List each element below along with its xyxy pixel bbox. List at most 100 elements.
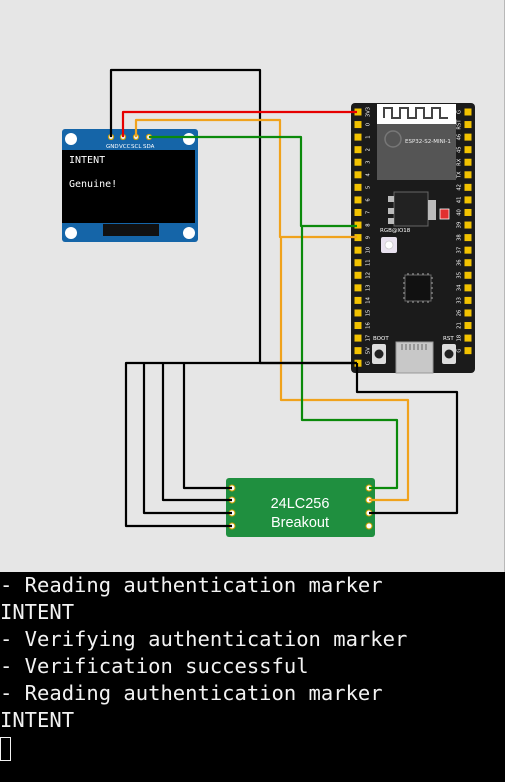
esp32-pin[interactable] — [354, 271, 362, 279]
wire-sda-oled[interactable] — [149, 135, 357, 228]
esp32-pin[interactable] — [464, 171, 472, 179]
terminal-line: - Reading authentication marker — [0, 573, 383, 597]
esp32-pin[interactable] — [354, 234, 362, 242]
esp32-pin[interactable] — [464, 234, 472, 242]
usb-chip-pins — [403, 273, 433, 303]
regulator-pin — [388, 218, 394, 224]
esp32-pin[interactable] — [354, 133, 362, 141]
esp32-pin-label: 45 — [457, 146, 463, 153]
esp32-pin[interactable] — [464, 296, 472, 304]
esp32-pin[interactable] — [464, 259, 472, 267]
esp32-pin[interactable] — [354, 108, 362, 116]
esp32-pin[interactable] — [354, 347, 362, 355]
esp32-pin[interactable] — [464, 133, 472, 141]
esp32-pin[interactable] — [354, 309, 362, 317]
voltage-regulator — [393, 191, 429, 227]
esp32-pin-label: 16 — [366, 322, 372, 329]
oled-mount-hole — [183, 133, 195, 145]
terminal-input-line[interactable] — [0, 734, 505, 761]
esp32-pin[interactable] — [354, 158, 362, 166]
serial-terminal[interactable]: - Reading authentication marker INTENT -… — [0, 572, 505, 782]
esp32-pin[interactable] — [354, 196, 362, 204]
esp32-pin[interactable] — [464, 271, 472, 279]
esp32-pin-label: 46 — [457, 134, 463, 141]
esp32-pin[interactable] — [354, 208, 362, 216]
reset-button-cap — [444, 349, 454, 359]
boot-button-cap — [374, 349, 384, 359]
eeprom-breakout[interactable]: 24LC256 Breakout — [226, 478, 375, 537]
rgb-led-label: RGB@IO18 — [380, 228, 411, 234]
esp32-pin-label: G — [366, 361, 372, 365]
esp32-pin-label: G — [457, 349, 463, 353]
esp32-pin-label: 15 — [366, 310, 372, 317]
esp32-pin[interactable] — [354, 183, 362, 191]
wire-scl-eeprom[interactable] — [279, 237, 410, 502]
esp32-s2-board[interactable]: ESP32-S2-MINI-1 RGB@IO18 BOOT RST — [351, 103, 475, 374]
oled-screen — [62, 150, 195, 223]
esp32-pin-label: 18 — [457, 335, 463, 342]
esp32-pin[interactable] — [464, 121, 472, 129]
boot-button-label: BOOT — [373, 336, 389, 342]
esp32-pin[interactable] — [464, 146, 472, 154]
oled-pin-label: SDA — [143, 144, 155, 150]
esp32-pin[interactable] — [354, 284, 362, 292]
esp32-pin-label: 34 — [457, 284, 463, 291]
esp32-pin[interactable] — [354, 334, 362, 342]
module-logo — [384, 130, 402, 148]
esp32-pin[interactable] — [354, 246, 362, 254]
wire-scl-oled[interactable] — [134, 118, 357, 239]
esp32-pin[interactable] — [464, 284, 472, 292]
wire-gnd-eeprom-c[interactable] — [161, 363, 232, 502]
esp32-pin-label: 3 — [366, 161, 372, 164]
oled-mount-hole — [65, 133, 77, 145]
esp32-pin[interactable] — [464, 334, 472, 342]
eeprom-pin-right[interactable] — [365, 522, 373, 530]
esp32-pin-label: TX — [457, 171, 463, 179]
esp32-pin[interactable] — [354, 259, 362, 267]
wire-sda-eeprom[interactable] — [300, 226, 399, 490]
wire-gnd-eeprom-a[interactable] — [124, 361, 357, 528]
wire-gnd-eeprom-b[interactable] — [142, 363, 232, 515]
esp32-pin-label: 2 — [366, 148, 372, 151]
oled-display[interactable]: GND VCC SCL SDA INTENT Genuine! — [62, 129, 198, 242]
esp32-pin-label: 3V3 — [366, 107, 372, 117]
esp32-pin[interactable] — [354, 146, 362, 154]
esp32-pin[interactable] — [464, 309, 472, 317]
esp32-pin[interactable] — [354, 121, 362, 129]
esp32-pin[interactable] — [464, 322, 472, 330]
usb-chip — [404, 274, 432, 302]
oled-screen-line: INTENT — [69, 155, 105, 166]
esp32-pin[interactable] — [464, 208, 472, 216]
wire-gnd-eeprom-d[interactable] — [182, 363, 232, 490]
terminal-line: - Verification successful — [0, 654, 309, 678]
esp32-pin[interactable] — [354, 221, 362, 229]
regulator-tab — [428, 200, 436, 220]
eeprom-label: Breakout — [271, 515, 329, 531]
esp32-pin-label: 37 — [457, 247, 463, 254]
esp32-pin-label: 39 — [457, 222, 463, 229]
esp32-pin[interactable] — [464, 183, 472, 191]
power-led — [439, 208, 450, 220]
esp32-pin[interactable] — [464, 246, 472, 254]
esp32-pin[interactable] — [464, 221, 472, 229]
oled-pin-label: SCL — [131, 144, 142, 150]
wires[interactable] — [109, 68, 459, 528]
esp32-pin-label: 9 — [366, 236, 372, 239]
esp32-pin[interactable] — [464, 158, 472, 166]
esp32-pin[interactable] — [354, 171, 362, 179]
esp32-pin-label: 35 — [457, 272, 463, 279]
wire-vcc-oled[interactable] — [121, 110, 357, 137]
oled-mount-hole — [65, 227, 77, 239]
esp32-pin[interactable] — [354, 322, 362, 330]
esp32-pin[interactable] — [464, 108, 472, 116]
esp32-pin[interactable] — [464, 196, 472, 204]
esp32-pin[interactable] — [354, 296, 362, 304]
oled-mount-hole — [183, 227, 195, 239]
esp32-pin[interactable] — [464, 347, 472, 355]
simulation-canvas[interactable]: GND VCC SCL SDA INTENT Genuine! ESP32-S2… — [0, 0, 505, 572]
terminal-line: INTENT — [0, 708, 75, 732]
wire-gnd-eeprom-right[interactable] — [355, 363, 459, 515]
esp32-pin-label: 5 — [366, 186, 372, 189]
